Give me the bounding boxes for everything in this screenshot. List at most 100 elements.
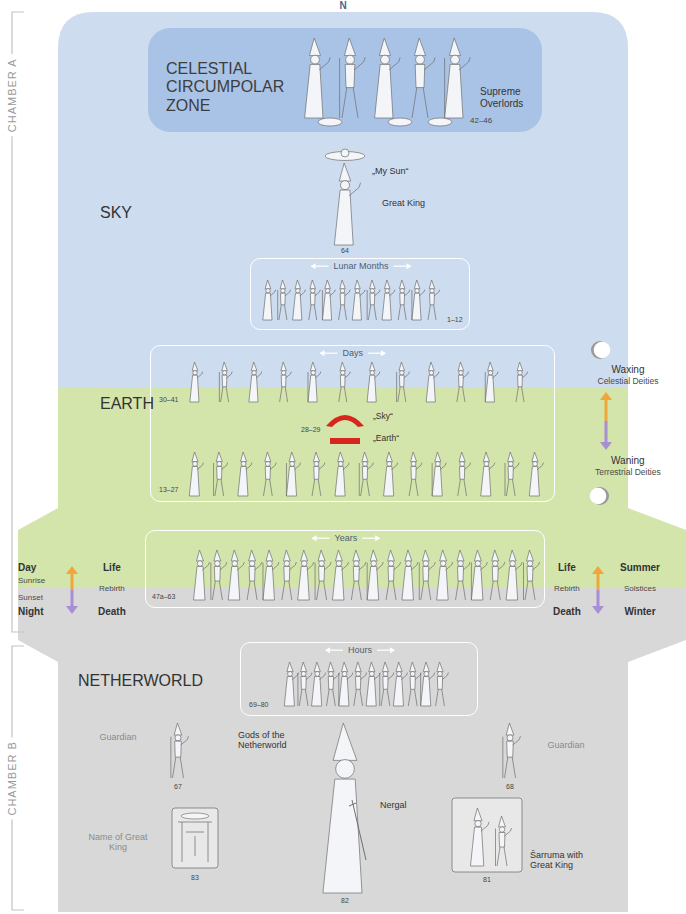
catalogue-number: 13–27 [159,486,178,494]
illustration-part [313,452,319,462]
deity-figure [506,550,522,600]
illustration-part [398,387,406,402]
illustration-part [341,662,347,672]
illustration-part [193,461,198,466]
double-arrow [600,392,612,450]
deity-figure [284,662,298,706]
illustration-part [490,581,500,600]
illustration-part [241,461,246,466]
illustration-part [404,290,410,296]
illustration-part [600,442,612,450]
illustration-part [401,673,407,680]
illustration-part [215,479,224,496]
illustration-part [405,550,412,561]
illustration-part [249,375,258,402]
illustration-part [319,561,325,567]
illustration-part [328,671,333,676]
illustration-part [352,293,361,320]
illustration-part [342,88,358,118]
illustration-part [368,305,376,320]
illustration-part [311,55,320,64]
illustration-part [359,463,360,496]
deity-figure [382,280,395,320]
deity-figure [278,280,291,320]
illustration-part [389,57,400,70]
illustration-part [214,567,220,582]
deity-figure [471,550,487,600]
illustration-part [66,566,78,574]
deity-figure [340,38,366,118]
illustration-part [414,280,420,289]
deity-figure [315,550,331,600]
illustration-part [315,563,316,601]
illustration-part [265,280,271,289]
illustration-part [488,362,494,371]
illustration-part [457,387,465,402]
illustration-part [221,463,227,470]
illustration-part [336,561,342,567]
deity-figure [367,550,383,600]
double-arrow [592,566,604,614]
illustration-part [339,387,347,402]
group-box: Lunar Months1–12 [250,258,470,330]
zone-title: CELESTIAL CIRCUMPOLAR ZONE [166,60,298,115]
illustration-part [252,371,256,375]
deity-figure [263,550,279,600]
illustration-part [499,833,505,848]
deity-figure [367,362,380,402]
illustration-part [311,371,315,375]
illustration-part [493,561,499,567]
illustration-part [399,375,404,387]
illustration-part [376,562,383,570]
cartouche-sign [178,822,212,862]
deity-figure [322,280,335,320]
illustration-part [328,662,334,672]
deity-figure [189,452,203,496]
illustration-part [523,563,524,601]
illustration-part [407,263,412,269]
illustration-part [507,735,513,741]
illustration-part [295,280,301,289]
illustration-part [410,671,415,676]
illustration-part [437,567,449,601]
illustration-part [411,290,412,320]
illustration-part [396,662,402,672]
illustration-part [498,562,505,570]
illustration-part [592,606,604,614]
illustration-part [429,362,435,371]
illustration-part [389,290,395,296]
illustration-part [192,452,198,462]
illustration-part [386,452,392,462]
deity-figure [194,550,210,600]
illustration-part [340,375,345,387]
illustration-part [369,362,375,371]
illustration-part [488,371,492,375]
illustration-part [507,741,514,757]
illustration-part [267,561,273,567]
deity-figure [327,662,340,706]
deity-figure [366,662,380,706]
illustration-part [294,463,300,470]
cycle-label: Night [18,606,44,618]
illustration-part [457,550,464,561]
illustration-part [181,736,189,745]
deity-figure [505,452,519,496]
deity-figure [458,452,471,496]
illustration-part [309,38,320,56]
illustration-part [255,562,262,570]
deity-figure [228,550,244,600]
illustration-part [362,452,368,462]
phase-note: Celestial Deities [598,377,659,387]
deity-figure [334,163,360,245]
illustration-part [605,399,608,421]
illustration-part [240,452,246,462]
illustration-part [423,561,429,567]
animal-base [428,118,452,126]
cycle-note: Sunrise [18,576,45,585]
group-box: Years47a–63 [145,530,545,608]
deity-figure [190,362,203,402]
illustration-part [270,290,276,296]
illustration-part [325,289,329,293]
cycle-note: Sunset [18,593,43,602]
